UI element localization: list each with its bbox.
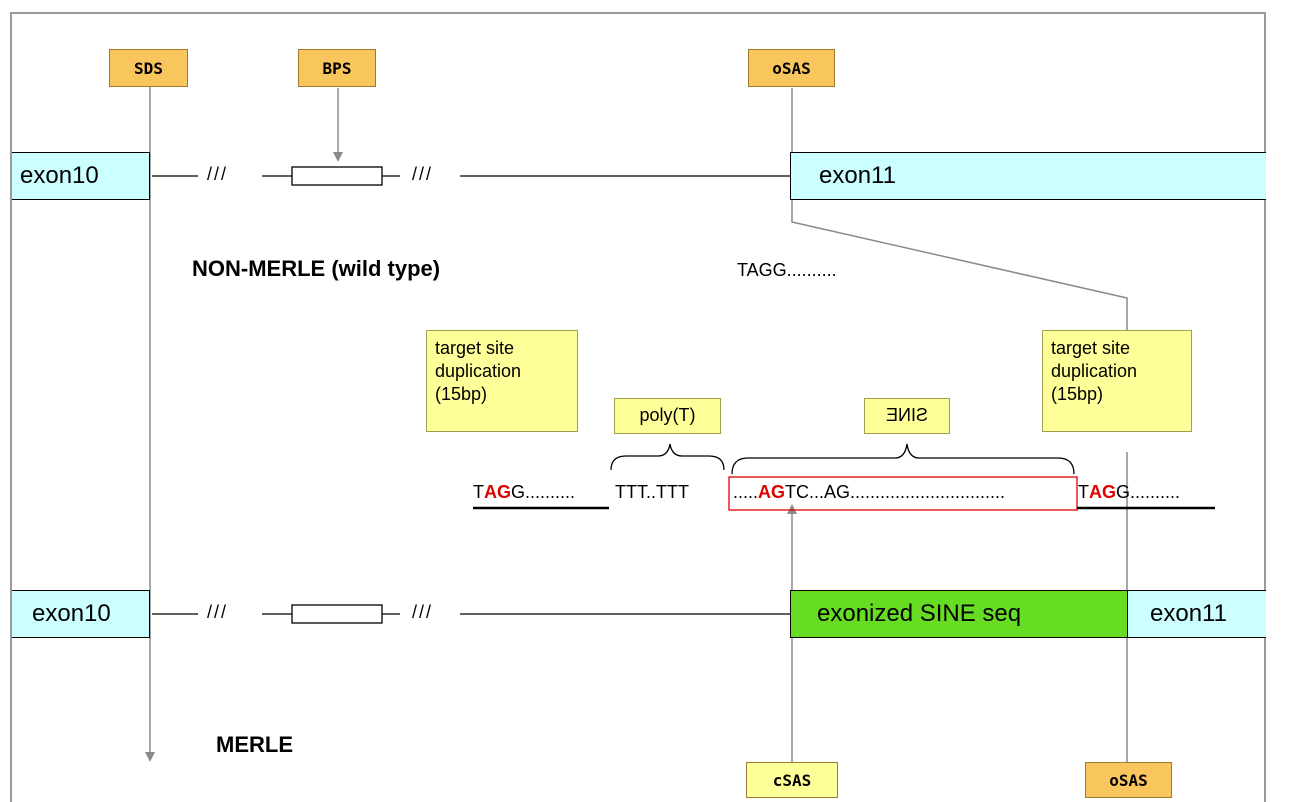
osas-top-label: oSAS — [748, 49, 835, 87]
exonized-sine-exon: exonized SINE seq — [790, 590, 1128, 638]
exon11-bottom-label: exon11 — [1150, 600, 1227, 627]
seq-right-rest: G.......... — [1116, 482, 1181, 502]
seq-left-t: T — [473, 482, 484, 502]
bps-label: BPS — [298, 49, 376, 87]
seq-right-tsd: TAGG.......... — [1078, 482, 1180, 503]
seq-right-ag: AG — [1089, 482, 1116, 502]
csas-arrowhead — [787, 504, 797, 514]
exon11-top: exon11 — [790, 152, 1266, 200]
sine-seq-box — [728, 476, 1078, 511]
non-merle-label: NON-MERLE (wild type) — [192, 256, 441, 281]
intron-break-top-2: /// — [412, 164, 434, 184]
seq-sine-rest: TC...AG............................... — [785, 482, 1006, 502]
seq-right-t: T — [1078, 482, 1089, 502]
seq-sine-ag: AG — [758, 482, 786, 502]
bps-box-bottom — [291, 604, 383, 624]
exon10-top-label: exon10 — [20, 162, 99, 189]
intron-break-top-1: /// — [207, 164, 229, 184]
exon10-bottom: exon10 — [12, 590, 150, 638]
seq-left-rest: G.......... — [511, 482, 576, 502]
sine-brace — [731, 443, 1075, 475]
tsd-right-note: target site duplication (15bp) — [1042, 330, 1192, 432]
csas-label: cSAS — [746, 762, 838, 798]
diagram-frame — [10, 12, 1266, 802]
seq-left-ag: AG — [484, 482, 511, 502]
seq-sine-dots: ..... — [733, 482, 759, 502]
intron-break-bottom-2: /// — [412, 602, 434, 622]
exon11-bottom: exon11 — [1128, 590, 1266, 638]
sds-arrowhead — [145, 752, 155, 762]
exonized-sine-label: exonized SINE seq — [817, 600, 1022, 627]
bps-box-top — [291, 166, 383, 186]
osas-top-line — [791, 88, 1128, 330]
tsd-left-note: target site duplication (15bp) — [426, 330, 578, 432]
seq-polyt: TTT..TTT — [615, 482, 689, 502]
osas-bottom-label: oSAS — [1085, 762, 1172, 798]
polyt-note: poly(T) — [614, 398, 721, 434]
exon10-bottom-label: exon10 — [32, 600, 111, 627]
intron-break-bottom-1: /// — [207, 602, 229, 622]
polyt-brace — [610, 443, 725, 471]
bps-arrowhead — [333, 152, 343, 162]
exon10-top: exon10 — [12, 152, 150, 200]
seq-left-tsd: TAGG.......... — [473, 482, 575, 503]
sine-mirrored-label: SINE — [885, 405, 928, 425]
tagg-top-seq: TAGG.......... — [737, 260, 837, 280]
exon11-top-label: exon11 — [819, 162, 896, 189]
merle-label: MERLE — [216, 732, 293, 757]
sine-note: SINE — [864, 398, 950, 434]
seq-sine: .....AGTC...AG..........................… — [733, 482, 1005, 503]
sds-label: SDS — [109, 49, 188, 87]
